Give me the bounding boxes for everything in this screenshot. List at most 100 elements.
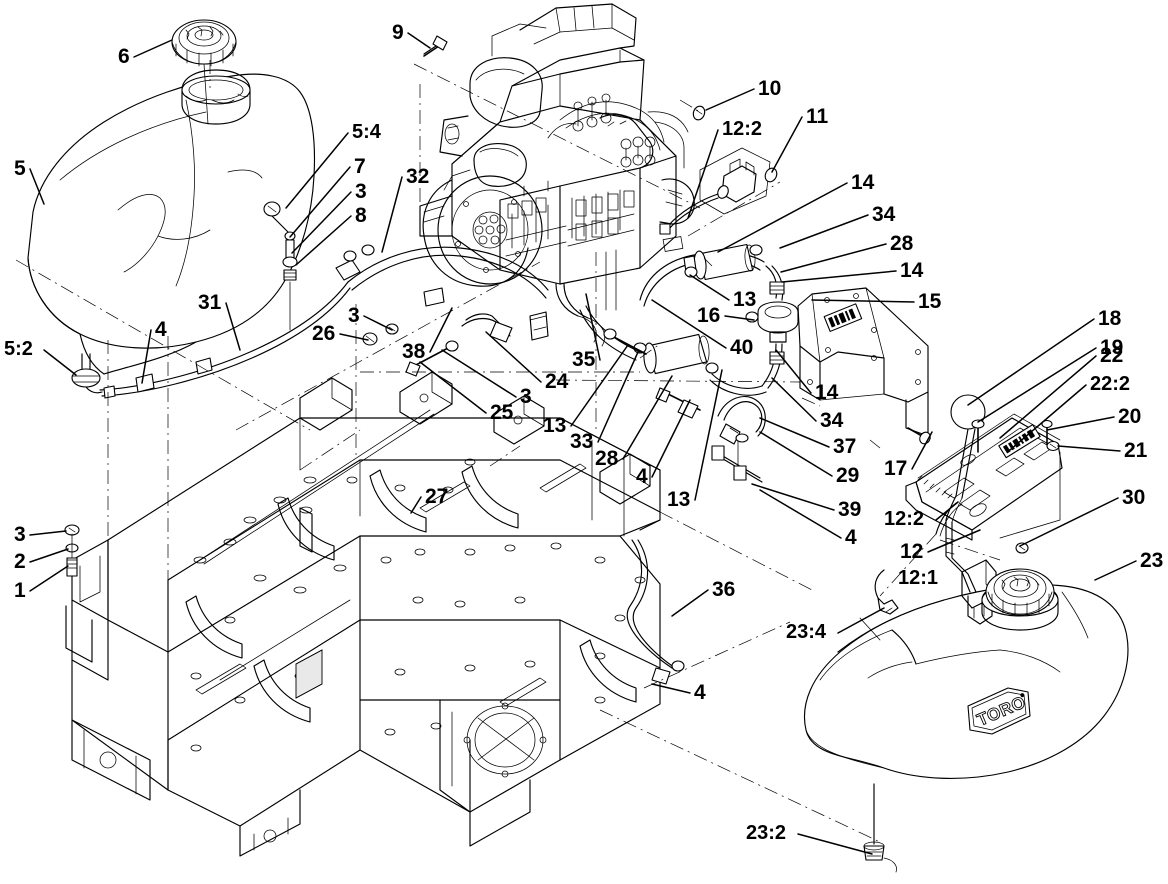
callout-17: 17 (884, 457, 908, 480)
callout-4: 4 (636, 465, 648, 488)
callout-2: 2 (14, 550, 26, 573)
leader-line-5-4 (285, 132, 349, 209)
callout-29: 29 (836, 464, 860, 487)
leader-line-24 (485, 331, 542, 383)
callout-20: 20 (1118, 405, 1142, 428)
callout-3: 3 (520, 385, 532, 408)
callout-37: 37 (833, 435, 857, 458)
leader-line-26 (339, 333, 369, 341)
callout-8: 8 (355, 204, 367, 227)
leader-line-4 (141, 329, 152, 384)
callout-23: 23 (1140, 549, 1164, 572)
leader-line-13 (570, 344, 629, 427)
leader-line-15 (811, 299, 915, 303)
callout-33: 33 (570, 430, 594, 453)
callout-21: 21 (1124, 439, 1148, 462)
leader-line-9 (407, 32, 431, 49)
leader-line-20 (1046, 416, 1115, 431)
leader-line-38 (429, 307, 453, 353)
callout-25: 25 (490, 401, 514, 424)
callout-40: 40 (730, 336, 754, 359)
callout-4: 4 (155, 318, 167, 341)
part-stack-1-2-3-graphic (64, 524, 80, 577)
leader-line-31 (225, 302, 241, 351)
callout-5-4: 5:4 (352, 121, 381, 143)
callout-32: 32 (406, 165, 430, 188)
leader-line-5 (29, 168, 45, 205)
callout-5-2: 5:2 (4, 338, 33, 360)
callout-12-2: 12:2 (884, 508, 925, 530)
leader-line-16 (724, 315, 755, 321)
leader-line-33 (597, 351, 639, 443)
callout-5: 5 (14, 157, 26, 180)
leader-line-11 (771, 116, 803, 173)
leader-line-28 (622, 375, 673, 460)
leader-line-4 (759, 489, 842, 539)
callout-4: 4 (845, 526, 857, 549)
callout-23-4: 23:4 (786, 621, 827, 643)
callout-34: 34 (872, 203, 896, 226)
leader-line-12 (927, 529, 981, 553)
lower-hose-cluster-graphic (603, 328, 766, 685)
leader-line-13 (694, 369, 723, 501)
part-9-bolt-graphic (423, 35, 448, 57)
callout-31: 31 (198, 291, 222, 314)
callout-7: 7 (354, 155, 366, 178)
callout-28: 28 (890, 232, 914, 255)
leader-line-18 (967, 318, 1095, 406)
leader-line-34 (771, 377, 817, 422)
callout-3: 3 (348, 304, 360, 327)
callout-3: 3 (355, 180, 367, 203)
callout-4: 4 (694, 681, 706, 704)
callout-12: 12 (900, 540, 924, 563)
leader-line-21 (1057, 445, 1121, 452)
bracket-15-graphic (797, 287, 931, 445)
leader-line-2 (29, 548, 69, 563)
callout-30: 30 (1122, 486, 1146, 509)
leader-line-10 (705, 88, 755, 111)
leader-line-28 (780, 243, 887, 273)
leader-line-36 (671, 589, 709, 617)
leader-line-3 (29, 530, 67, 536)
leader-line-5-2 (43, 349, 77, 376)
leader-line-25 (419, 361, 487, 414)
callout-28: 28 (595, 447, 619, 470)
callout-34: 34 (820, 409, 844, 432)
toro-decal-graphic: TORO (967, 687, 1031, 735)
callout-12-2: 12:2 (722, 118, 763, 140)
leader-line-4 (651, 399, 691, 478)
control-panel-graphic (905, 394, 1063, 625)
callout-14: 14 (851, 171, 875, 194)
leader-line-14 (775, 349, 812, 394)
callout-leader-lines (29, 32, 1137, 855)
leader-line-40 (651, 299, 727, 349)
callout-13: 13 (733, 288, 757, 311)
leader-line-13 (689, 274, 730, 301)
chassis-frame-graphic (65, 371, 661, 857)
leader-line-3 (363, 315, 393, 331)
callout-14: 14 (815, 381, 839, 404)
callout-24: 24 (545, 370, 569, 393)
leader-line-12-2 (935, 501, 959, 521)
callout-35: 35 (572, 348, 596, 371)
callout-9: 9 (392, 21, 404, 44)
phantom-lines (15, 60, 1001, 843)
callout-11: 11 (806, 105, 829, 128)
leader-line-8 (295, 215, 352, 266)
fuel-line-cluster-graphic (579, 243, 799, 396)
leader-line-23-4 (837, 607, 885, 634)
callout-22-2: 22:2 (1090, 373, 1131, 395)
leader-line-14 (717, 182, 848, 253)
part-10-fastener-graphic (692, 105, 706, 121)
leader-line-27 (410, 496, 422, 514)
callout-27: 27 (425, 485, 449, 508)
fuel-tank-right-graphic: TORO (803, 568, 1129, 873)
part-11-12-2-bracket-graphic (659, 147, 778, 235)
fuel-line-left-graphic (64, 201, 549, 577)
leader-line-39 (751, 483, 835, 511)
callout-13: 13 (667, 488, 691, 511)
leader-line-6 (133, 39, 173, 58)
callout-10: 10 (758, 77, 782, 100)
